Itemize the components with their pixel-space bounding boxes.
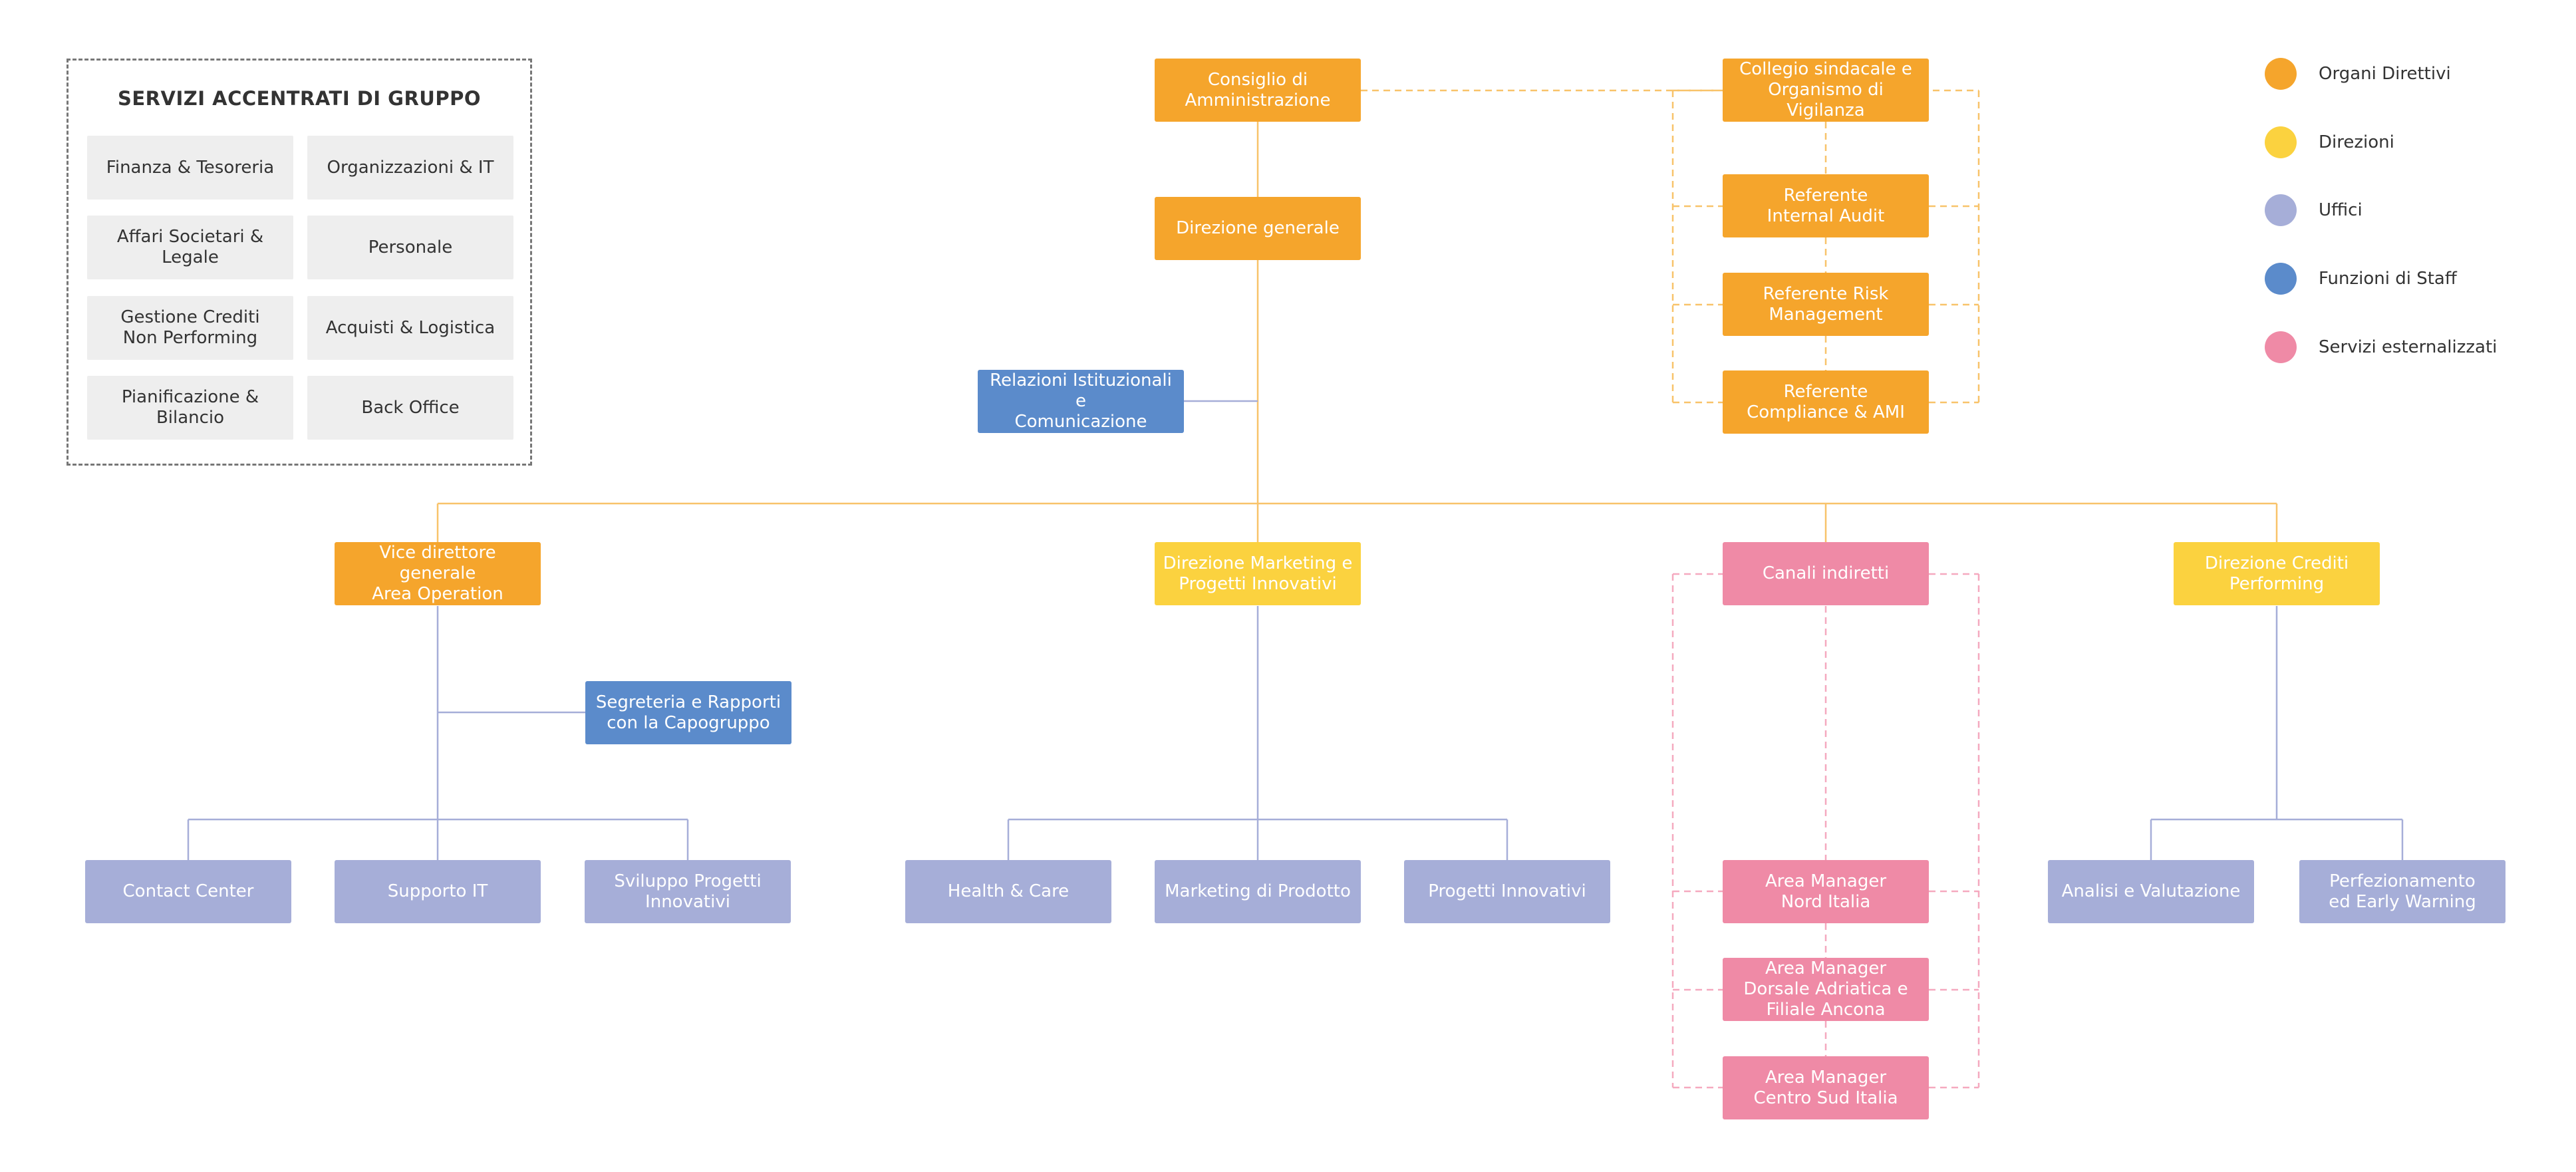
- node-relazioni-istituzionali[interactable]: Relazioni Istituzionali e Comunicazione: [978, 370, 1184, 433]
- service-personale[interactable]: Personale: [307, 216, 513, 279]
- orange-connectors: [436, 122, 2278, 542]
- node-sviluppo-progetti[interactable]: Sviluppo Progetti Innovativi: [585, 860, 791, 923]
- legend-label: Uffici: [2319, 200, 2362, 220]
- legend-uffici: Uffici: [2265, 193, 2362, 227]
- node-direzione-marketing[interactable]: Direzione Marketing e Progetti Innovativ…: [1155, 542, 1361, 605]
- node-consiglio[interactable]: Consiglio di Amministrazione: [1155, 59, 1361, 122]
- service-acquisti-logistica[interactable]: Acquisti & Logistica: [307, 296, 513, 360]
- legend-organi-direttivi: Organi Direttivi: [2265, 57, 2451, 91]
- legend-dot-icon: [2265, 194, 2297, 226]
- legend-label: Organi Direttivi: [2319, 64, 2451, 84]
- legend-label: Servizi esternalizzati: [2319, 337, 2498, 357]
- node-compliance[interactable]: Referente Compliance & AMI: [1723, 370, 1929, 434]
- service-pianificazione-bilancio[interactable]: Pianificazione & Bilancio: [87, 376, 293, 440]
- node-risk-management[interactable]: Referente Risk Management: [1723, 273, 1929, 336]
- service-gestione-crediti[interactable]: Gestione Crediti Non Performing: [87, 296, 293, 360]
- node-contact-center[interactable]: Contact Center: [85, 860, 291, 923]
- blue-connectors: [187, 400, 2404, 860]
- node-direzione-crediti[interactable]: Direzione Crediti Performing: [2174, 542, 2380, 605]
- orange-dashed-connectors: [1361, 89, 1980, 404]
- node-segreteria[interactable]: Segreteria e Rapporti con la Capogruppo: [585, 681, 791, 744]
- legend-dot-icon: [2265, 331, 2297, 363]
- legend-dot-icon: [2265, 58, 2297, 90]
- service-organizzazioni-it[interactable]: Organizzazioni & IT: [307, 136, 513, 200]
- node-canali-indiretti[interactable]: Canali indiretti: [1723, 542, 1929, 605]
- node-supporto-it[interactable]: Supporto IT: [335, 860, 541, 923]
- node-am-nord-italia[interactable]: Area Manager Nord Italia: [1723, 860, 1929, 923]
- legend-dot-icon: [2265, 263, 2297, 295]
- pink-dashed-connectors: [1671, 573, 1980, 1089]
- service-back-office[interactable]: Back Office: [307, 376, 513, 440]
- node-health-care[interactable]: Health & Care: [905, 860, 1111, 923]
- legend-servizi-esternalizzati: Servizi esternalizzati: [2265, 330, 2497, 365]
- node-am-dorsale-adriatica[interactable]: Area Manager Dorsale Adriatica e Filiale…: [1723, 958, 1929, 1021]
- node-collegio-sindacale[interactable]: Collegio sindacale e Organismo di Vigila…: [1723, 59, 1929, 122]
- servizi-accentrati-panel: SERVIZI ACCENTRATI DI GRUPPO Finanza & T…: [67, 59, 532, 466]
- servizi-accentrati-title: SERVIZI ACCENTRATI DI GRUPPO: [117, 87, 482, 110]
- node-analisi-valutazione[interactable]: Analisi e Valutazione: [2048, 860, 2254, 923]
- legend-funzioni-staff: Funzioni di Staff: [2265, 261, 2457, 296]
- legend-direzioni: Direzioni: [2265, 125, 2394, 160]
- node-perfezionamento[interactable]: Perfezionamento ed Early Warning: [2299, 860, 2505, 923]
- node-progetti-innovativi[interactable]: Progetti Innovativi: [1404, 860, 1610, 923]
- legend-label: Direzioni: [2319, 132, 2394, 152]
- node-am-centro-sud[interactable]: Area Manager Centro Sud Italia: [1723, 1056, 1929, 1119]
- node-marketing-prodotto[interactable]: Marketing di Prodotto: [1155, 860, 1361, 923]
- node-direzione-generale[interactable]: Direzione generale: [1155, 197, 1361, 260]
- node-internal-audit[interactable]: Referente Internal Audit: [1723, 174, 1929, 237]
- legend-dot-icon: [2265, 126, 2297, 158]
- service-finanza-tesoreria[interactable]: Finanza & Tesoreria: [87, 136, 293, 200]
- legend-label: Funzioni di Staff: [2319, 269, 2457, 289]
- service-affari-societari[interactable]: Affari Societari & Legale: [87, 216, 293, 279]
- node-vice-direttore[interactable]: Vice direttore generale Area Operation: [335, 542, 541, 605]
